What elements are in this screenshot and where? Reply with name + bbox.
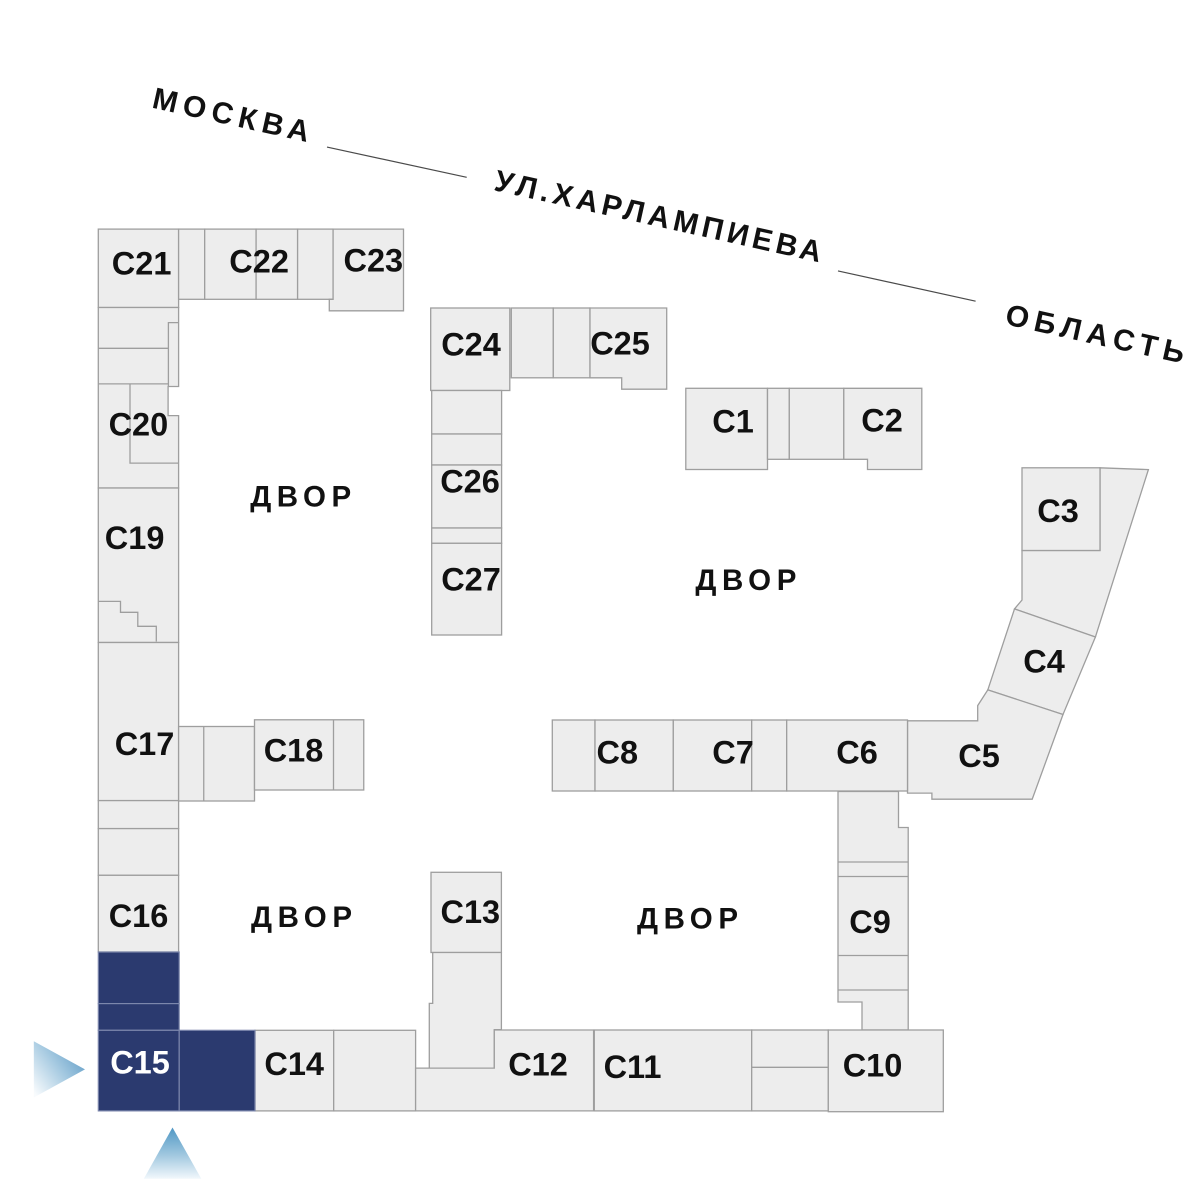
- svg-text:С21: С21: [112, 245, 172, 281]
- svg-text:С23: С23: [343, 243, 403, 279]
- svg-text:С25: С25: [590, 325, 650, 361]
- svg-text:УЛ.ХАРЛАМПИЕВА: УЛ.ХАРЛАМПИЕВА: [491, 165, 828, 270]
- svg-text:С7: С7: [712, 735, 754, 771]
- svg-text:ДВОР: ДВОР: [637, 902, 744, 935]
- svg-text:С26: С26: [440, 464, 500, 500]
- svg-text:С4: С4: [1023, 644, 1065, 680]
- svg-text:С16: С16: [109, 898, 169, 934]
- svg-text:С6: С6: [836, 735, 878, 771]
- svg-text:С9: С9: [849, 904, 891, 940]
- svg-text:МОСКВА: МОСКВА: [149, 82, 318, 150]
- svg-text:С8: С8: [597, 735, 639, 771]
- svg-text:С5: С5: [958, 738, 1000, 774]
- svg-text:ДВОР: ДВОР: [251, 901, 358, 934]
- svg-text:С15: С15: [110, 1044, 170, 1080]
- svg-text:С18: С18: [264, 733, 324, 769]
- svg-text:ОБЛАСТЬ: ОБЛАСТЬ: [1002, 299, 1193, 372]
- svg-text:С27: С27: [441, 562, 501, 598]
- svg-text:С17: С17: [115, 726, 175, 762]
- svg-text:С19: С19: [105, 520, 165, 556]
- svg-text:С22: С22: [229, 243, 289, 279]
- svg-text:С12: С12: [508, 1047, 568, 1083]
- svg-text:С10: С10: [843, 1048, 903, 1084]
- svg-text:С3: С3: [1037, 493, 1079, 529]
- svg-text:С1: С1: [712, 404, 754, 440]
- svg-text:С2: С2: [861, 403, 903, 439]
- svg-text:ДВОР: ДВОР: [695, 564, 802, 597]
- svg-text:С20: С20: [109, 407, 169, 443]
- svg-text:С24: С24: [441, 327, 501, 363]
- svg-text:С11: С11: [604, 1049, 662, 1085]
- svg-text:С13: С13: [440, 894, 500, 930]
- svg-text:ДВОР: ДВОР: [250, 481, 357, 514]
- svg-text:С14: С14: [264, 1046, 324, 1082]
